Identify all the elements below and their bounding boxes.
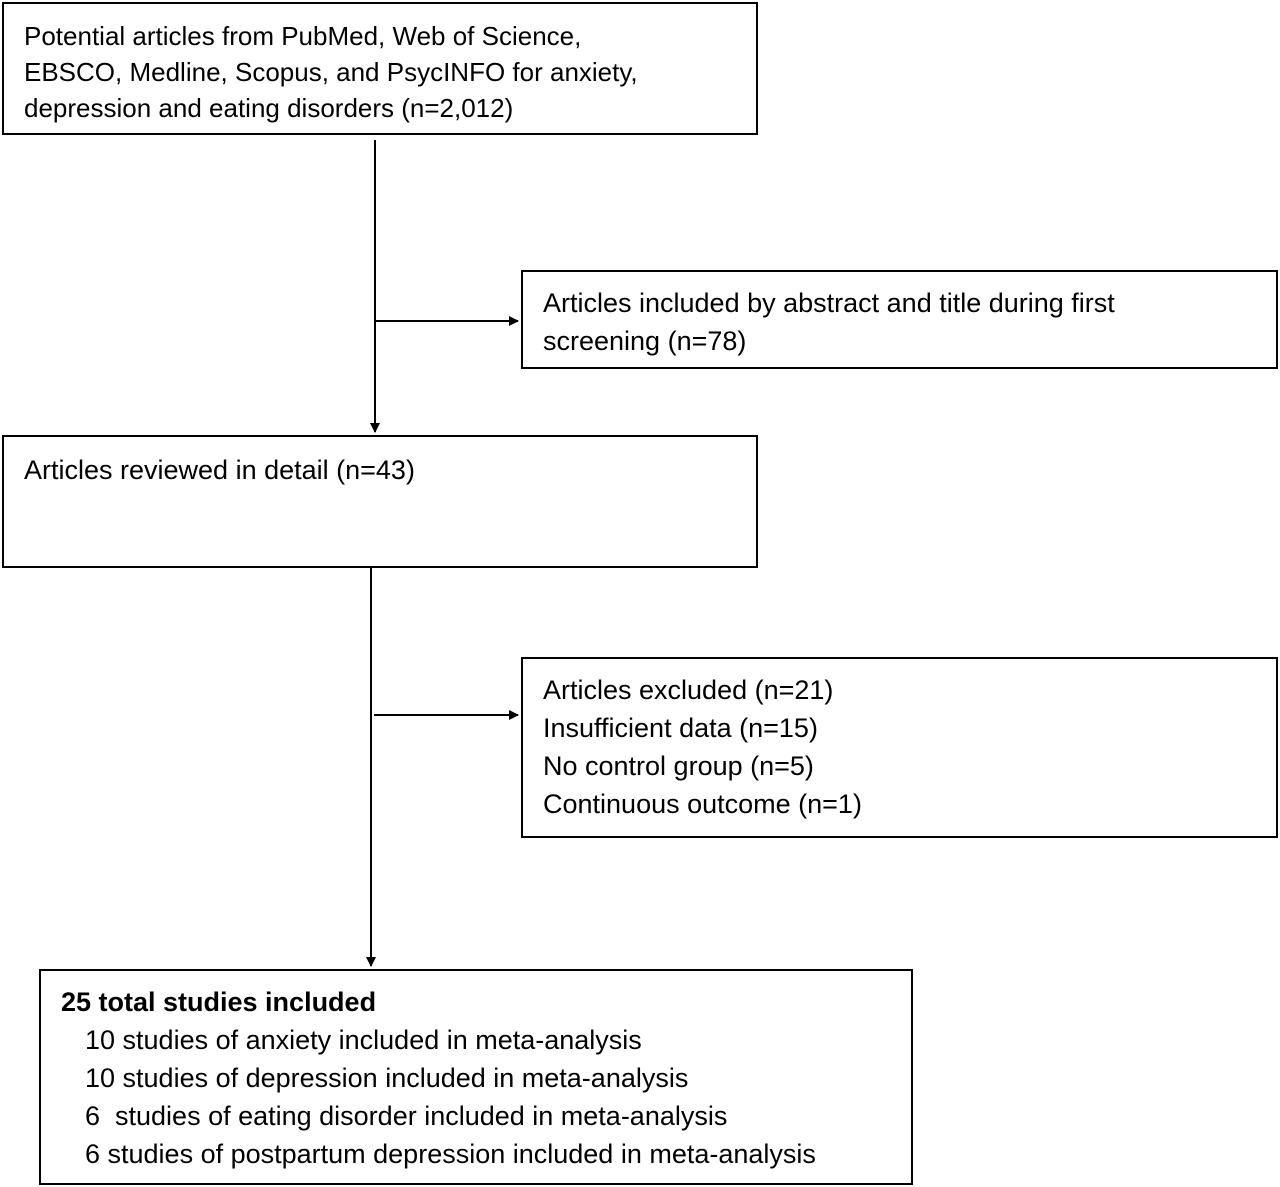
screening-line: Articles included by abstract and title … (543, 288, 1115, 318)
excluded-articles-box: Articles excluded (n=21) Insufficient da… (521, 657, 1278, 838)
included-line: 10 studies of anxiety included in meta-a… (85, 1025, 642, 1055)
included-line: 10 studies of depression included in met… (85, 1063, 689, 1093)
search-sources-box: Potential articles from PubMed, Web of S… (2, 2, 758, 135)
screening-line: screening (n=78) (543, 326, 747, 356)
included-line: 6 studies of postpartum depression inclu… (85, 1139, 816, 1169)
excluded-line: No control group (n=5) (543, 751, 814, 781)
excluded-line: Articles excluded (n=21) (543, 675, 834, 705)
reviewed-line: Articles reviewed in detail (n=43) (24, 455, 415, 485)
search-line: Potential articles from PubMed, Web of S… (24, 21, 582, 51)
reviewed-in-detail-box: Articles reviewed in detail (n=43) (2, 435, 758, 568)
excluded-line: Insufficient data (n=15) (543, 713, 818, 743)
included-line: 6 studies of eating disorder included in… (85, 1101, 728, 1131)
search-line: EBSCO, Medline, Scopus, and PsycINFO for… (24, 57, 638, 87)
excluded-line: Continuous outcome (n=1) (543, 789, 862, 819)
included-studies-box: 25 total studies included 10 studies of … (39, 969, 913, 1185)
search-line: depression and eating disorders (n=2,012… (24, 93, 514, 123)
first-screening-box: Articles included by abstract and title … (521, 270, 1278, 369)
included-title: 25 total studies included (61, 987, 377, 1017)
